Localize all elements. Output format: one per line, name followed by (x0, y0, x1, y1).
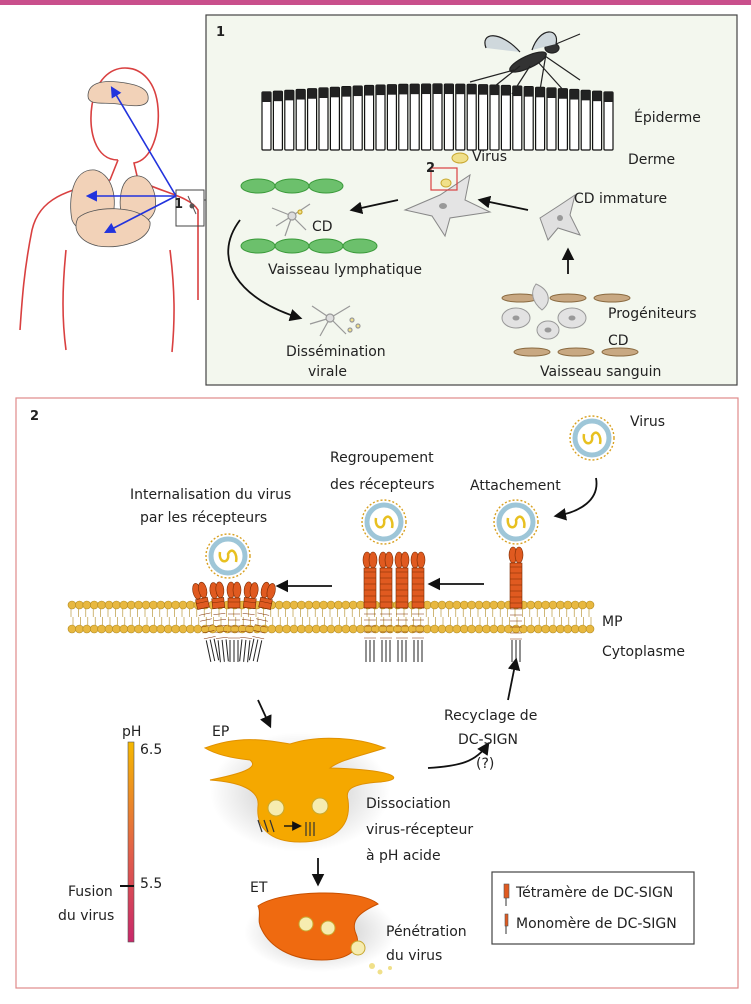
label-fusion-2: du virus (58, 908, 114, 924)
label-virus-1: Virus (472, 149, 507, 165)
legend-tetramer: Tétramère de DC-SIGN (515, 885, 673, 901)
label-dissemination-1: Dissémination (286, 344, 386, 360)
label-internalization-1: Internalisation du virus (130, 487, 291, 503)
label-ph-high: 6.5 (140, 742, 162, 758)
label-progenitors-2: CD (608, 333, 629, 349)
label-blood-vessel: Vaisseau sanguin (540, 364, 661, 380)
migrating-dc (271, 203, 311, 237)
immature-dc (539, 193, 581, 241)
epidermis-cells (261, 83, 614, 151)
label-progenitors-1: Progéniteurs (608, 306, 697, 322)
progenitor-cells (501, 283, 587, 340)
label-clustering-1: Regroupement (330, 450, 434, 466)
label-dc: CD (312, 219, 333, 235)
label-dissociation-2: virus-récepteur (366, 822, 473, 838)
label-dissociation-3: à pH acide (366, 848, 441, 864)
zoom-marker-2: 2 (426, 161, 435, 176)
dc-with-virus (403, 167, 492, 238)
label-immature-dc: CD immature (574, 191, 667, 207)
legend: Tétramère de DC-SIGN Monomère de DC-SIGN (491, 871, 695, 945)
label-virus-2: Virus (630, 414, 665, 430)
label-clustering-2: des récepteurs (330, 477, 435, 493)
label-recycling-2: DC-SIGN (458, 732, 518, 748)
label-ph-low: 5.5 (140, 876, 162, 892)
label-cytoplasm: Cytoplasme (602, 644, 685, 660)
panel-2-arrows (257, 477, 598, 887)
legend-monomer-icon (504, 913, 509, 934)
lymph-vessel (240, 178, 378, 254)
panel-2-number: 2 (30, 409, 39, 424)
legend-tetramer-icon (503, 883, 510, 906)
early-endosome (203, 732, 395, 852)
label-attachment: Attachement (470, 478, 561, 494)
label-penetration-2: du virus (386, 948, 442, 964)
body-marker-1: 1 (174, 197, 183, 212)
label-recycling-3: (?) (476, 756, 494, 772)
blue-arrows (85, 86, 177, 234)
mosquito-icon (469, 31, 581, 95)
label-ep: EP (212, 724, 229, 740)
label-internalization-2: par les récepteurs (140, 510, 267, 526)
dc-sign-receptors (192, 415, 615, 663)
blood-vessel (501, 293, 639, 357)
virus-particle (451, 152, 469, 164)
label-mp: MP (602, 614, 623, 630)
label-penetration-1: Pénétration (386, 924, 467, 940)
panel-1-arrows (227, 195, 575, 322)
label-lymph-vessel: Vaisseau lymphatique (268, 262, 422, 278)
panel-1 (205, 14, 738, 386)
label-epidermis: Épiderme (634, 109, 701, 126)
ph-scale (120, 741, 135, 943)
label-dissociation-1: Dissociation (366, 796, 451, 812)
label-fusion-1: Fusion (68, 884, 113, 900)
label-dermis: Derme (628, 152, 675, 168)
label-dissemination-2: virale (308, 364, 347, 380)
legend-monomer: Monomère de DC-SIGN (516, 916, 677, 932)
panel-1-number: 1 (216, 25, 225, 40)
top-bar (0, 0, 751, 5)
late-endosome (244, 892, 396, 975)
label-recycling-1: Recyclage de (444, 708, 537, 724)
label-et: ET (250, 880, 268, 896)
disseminating-dc (309, 305, 361, 337)
label-ph: pH (122, 724, 141, 740)
